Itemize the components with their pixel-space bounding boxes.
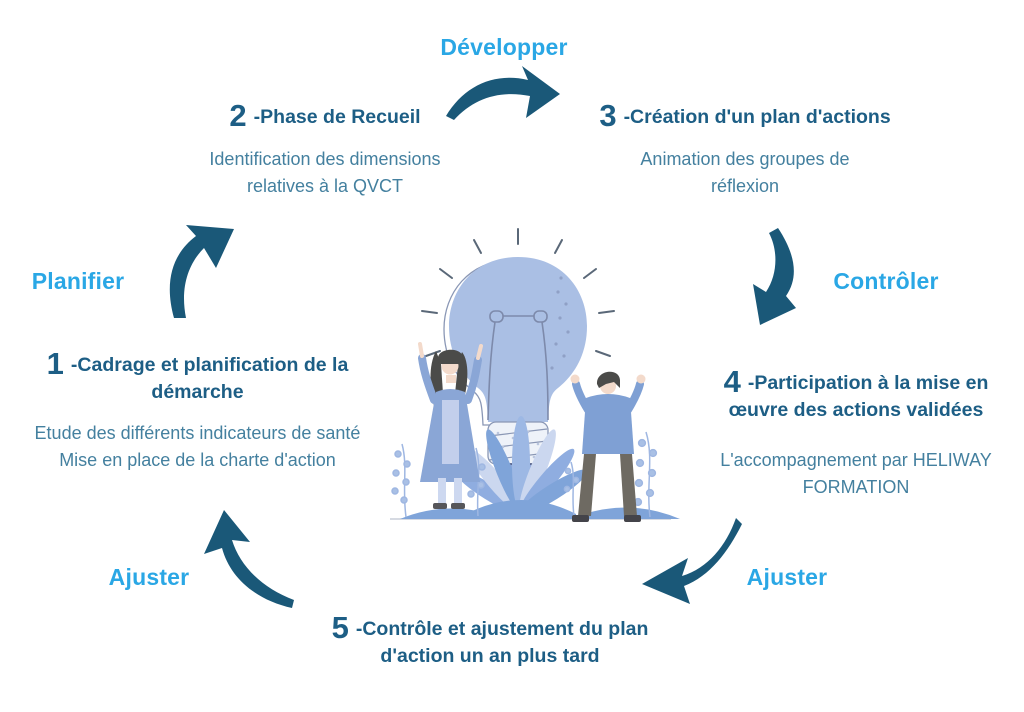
- step-2-number: 2: [229, 98, 247, 133]
- step-3-title-text: -Création d'un plan d'actions: [623, 106, 891, 128]
- step-5-title-text: -Contrôle et ajustement du plan d'action…: [355, 618, 649, 667]
- step-1-title-text: -Cadrage et planification de la démarche: [70, 354, 349, 403]
- step-1-title: 1-Cadrage et planification de la démarch…: [28, 348, 368, 405]
- sprig-far-left: [391, 443, 411, 518]
- step-2-title-text: -Phase de Recueil: [253, 106, 421, 128]
- step-4-number: 4: [723, 364, 741, 399]
- step-4-title-text: -Participation à la mise en œuvre des ac…: [728, 372, 989, 421]
- curved-arrow-icon-upper-left: [169, 225, 234, 318]
- step-3-title: 3 -Création d'un plan d'actions: [585, 100, 905, 131]
- step-3-number: 3: [599, 98, 617, 133]
- bush-plant: [454, 416, 588, 519]
- step-2-title: 2 -Phase de Recueil: [165, 100, 485, 131]
- step-3: 3 -Création d'un plan d'actions Animation…: [585, 100, 905, 200]
- step-5-title: 5-Contrôle et ajustement du plan d'actio…: [315, 612, 665, 669]
- phase-label-ajuster-left: Ajuster: [108, 564, 190, 590]
- step-4-title: 4-Participation à la mise en œuvre des a…: [706, 366, 1006, 423]
- step-4: 4-Participation à la mise en œuvre des a…: [700, 366, 1012, 501]
- lightbulb-globe: [449, 257, 587, 422]
- sprig-near-man: [563, 461, 580, 517]
- phase-label-ajuster-right: Ajuster: [746, 564, 828, 590]
- step-5: 5-Contrôle et ajustement du plan d'actio…: [310, 612, 670, 669]
- step-1-description: Etude des différents indicateurs de sant…: [34, 423, 361, 471]
- step-1: 1-Cadrage et planification de la démarch…: [15, 348, 380, 474]
- curved-arrow-icon-top: [446, 66, 560, 120]
- step-5-number: 5: [331, 610, 349, 645]
- man-figure: [570, 371, 646, 522]
- curved-arrow-icon-right: [753, 228, 796, 325]
- curved-arrow-icon-bottom-right: [642, 518, 742, 604]
- lightbulb-with-people-illustration: [390, 228, 680, 522]
- step-1-number: 1: [46, 346, 64, 381]
- phase-label-developper: Développer: [440, 34, 568, 60]
- step-2: 2 -Phase de Recueil Identification des di…: [165, 100, 485, 200]
- step-3-description: Animation des groupes de réflexion: [640, 149, 850, 196]
- phase-label-controler: Contrôler: [833, 268, 939, 294]
- woman-figure: [418, 342, 483, 509]
- step-4-description: L'accompagnement par HELIWAY FORMATION: [720, 450, 992, 498]
- lightbulb-dots: [550, 276, 570, 370]
- phase-label-planifier: Planifier: [31, 268, 125, 294]
- sprig-right: [633, 431, 658, 518]
- step-2-description: Identification des dimensions relatives …: [209, 149, 441, 196]
- curved-arrow-icon-bottom-left: [204, 510, 294, 608]
- lightbulb-filament: [487, 310, 549, 421]
- lightbulb-rays-icon: [421, 228, 615, 357]
